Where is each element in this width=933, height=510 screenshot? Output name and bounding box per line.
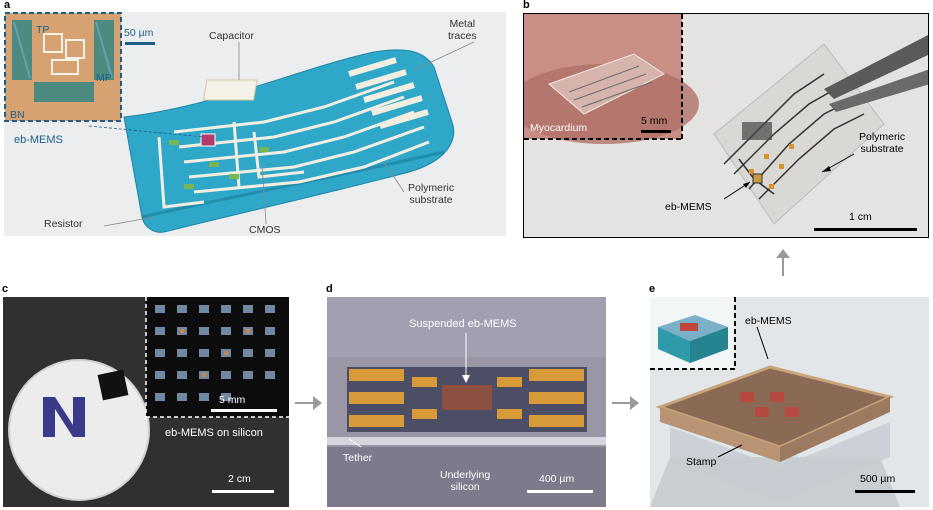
- panel-b-photo: [524, 14, 928, 237]
- arrow-c-to-d: [295, 396, 322, 410]
- panel-a-label: a: [4, 0, 11, 11]
- panel-d-scale-bar: [527, 490, 593, 493]
- panel-d-label: d: [326, 283, 333, 295]
- panel-c-inset-scale-label: 5 mm: [219, 394, 246, 406]
- label-cmos: CMOS: [249, 224, 281, 236]
- label-eb-mems-on-silicon: eb-MEMS on silicon: [165, 427, 263, 439]
- panel-e-label: e: [649, 283, 656, 295]
- panel-d: Suspended eb-MEMS Tether Underlying sili…: [327, 297, 606, 507]
- panel-e-scale-bar: [855, 490, 915, 493]
- label-polymeric-substrate-a: Polymeric substrate: [408, 182, 455, 206]
- arrow-d-to-e: [612, 396, 639, 410]
- label-metal-traces: Metal traces: [448, 18, 477, 42]
- label-eb-mems-b: eb-MEMS: [665, 201, 712, 213]
- panel-a-scale-bar: [125, 42, 155, 45]
- inset-label-tp: TP: [36, 24, 50, 36]
- panel-b-label: b: [523, 0, 530, 11]
- label-stamp: Stamp: [686, 456, 717, 468]
- label-tether: Tether: [343, 452, 373, 464]
- label-eb-mems-e: eb-MEMS: [745, 315, 792, 327]
- panel-c: 5 mm eb-MEMS on silicon 2 cm: [3, 297, 289, 507]
- label-underlying-silicon: Underlying silicon: [440, 469, 491, 493]
- panel-e-photo: [650, 297, 929, 507]
- label-suspended-eb-mems: Suspended eb-MEMS: [409, 318, 517, 330]
- inset-label-mp: MP: [96, 72, 112, 84]
- panel-b-inset-scale-label: 5 mm: [641, 115, 668, 127]
- panel-c-label: c: [2, 283, 9, 295]
- panel-c-photo: [3, 297, 289, 507]
- panel-b-scale-label: 1 cm: [849, 211, 872, 223]
- label-polymeric-substrate-b: Polymeric substrate: [859, 131, 906, 155]
- panel-c-inset-scale-bar: [211, 409, 277, 412]
- panel-c-scale-bar: [212, 490, 274, 493]
- panel-e-scale-label: 500 µm: [860, 473, 896, 485]
- panel-b: Myocardium 5 mm Polymeric substrate eb-M…: [523, 13, 929, 238]
- panel-d-scale-label: 400 µm: [539, 473, 575, 485]
- label-myocardium: Myocardium: [530, 122, 588, 134]
- label-capacitor: Capacitor: [209, 30, 254, 42]
- panel-b-inset-scale-bar: [641, 130, 671, 133]
- panel-a-illustration: [4, 12, 475, 233]
- panel-b-scale-bar: [814, 228, 917, 231]
- arrow-up-to-b: [776, 249, 790, 276]
- panel-a-scale-label: 50 µm: [124, 27, 154, 39]
- inset-label-bn: BN: [10, 109, 25, 121]
- panel-a: TP MP BN 50 µm eb-MEMS Capacitor Metal t…: [4, 12, 506, 236]
- label-eb-mems-a: eb-MEMS: [14, 134, 63, 146]
- panel-d-sem-image: [327, 297, 606, 507]
- label-resistor: Resistor: [44, 218, 83, 230]
- panel-e: eb-MEMS Stamp 500 µm: [650, 297, 929, 507]
- panel-c-scale-label: 2 cm: [228, 473, 251, 485]
